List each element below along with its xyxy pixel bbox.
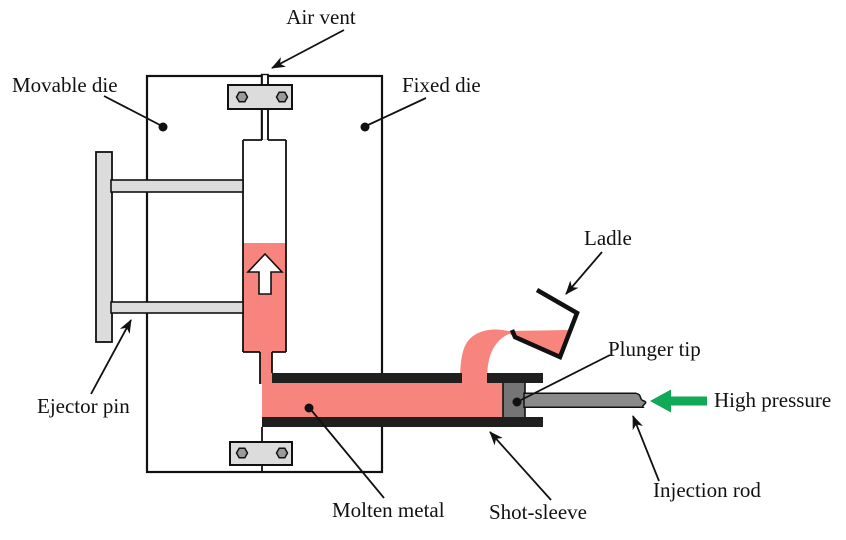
- high-pressure-label: High pressure: [714, 388, 831, 412]
- sprue-channel: [260, 352, 272, 384]
- air-vent-label: Air vent: [286, 5, 356, 29]
- molten-metal-label: Molten metal: [332, 498, 445, 522]
- sleeve-bottom-wall: [262, 417, 543, 427]
- ladle-cup: [509, 288, 580, 361]
- molten-metal-leader: [311, 410, 385, 499]
- plunger-tip-leader-dot: [512, 397, 522, 407]
- shot-sleeve-leader: [489, 431, 552, 501]
- flow-up-arrow-icon: [246, 252, 284, 295]
- top-clamp-bolt-left: [235, 91, 249, 103]
- high-pressure-arrow-icon: [650, 389, 707, 413]
- ejector-plate: [95, 151, 113, 343]
- injection-rod-label: Injection rod: [653, 478, 761, 502]
- sleeve-top-wall-right: [487, 373, 543, 383]
- ladle-molten-metal: [505, 330, 570, 356]
- ejector-pin-leader: [90, 319, 132, 395]
- shot-sleeve-label: Shot-sleeve: [489, 500, 587, 524]
- movable-die-leader: [103, 95, 161, 126]
- top-clamp-bolt-right: [275, 91, 289, 103]
- injection-rod-shape: [523, 392, 647, 409]
- bottom-clamp-bolt-left: [235, 447, 249, 459]
- ejector-pin-label: Ejector pin: [37, 394, 130, 418]
- plunger-tip-label: Plunger tip: [608, 337, 701, 361]
- fixed-die-label: Fixed die: [402, 73, 481, 97]
- air-vent-leader: [271, 29, 345, 69]
- bottom-clamp: [229, 441, 293, 466]
- ejector-pin-lower: [110, 301, 244, 314]
- ejector-pin-upper: [110, 179, 244, 193]
- plunger-tip-block: [502, 378, 526, 419]
- plunger-tip-leader: [520, 354, 611, 401]
- injection-rod-leader: [632, 415, 660, 482]
- fixed-die-leader-dot: [360, 122, 370, 132]
- ladle-leader: [565, 251, 603, 295]
- sleeve-top-wall-left: [272, 373, 462, 383]
- pour-stream: [460, 329, 512, 385]
- sleeve-molten-metal: [262, 383, 505, 417]
- movable-die-label: Movable die: [12, 73, 118, 97]
- molten-metal-leader-dot: [304, 403, 314, 413]
- fixed-die-leader: [367, 97, 427, 126]
- ladle-label: Ladle: [584, 226, 632, 250]
- movable-die-leader-dot: [158, 122, 168, 132]
- bottom-clamp-bolt-right: [275, 447, 289, 459]
